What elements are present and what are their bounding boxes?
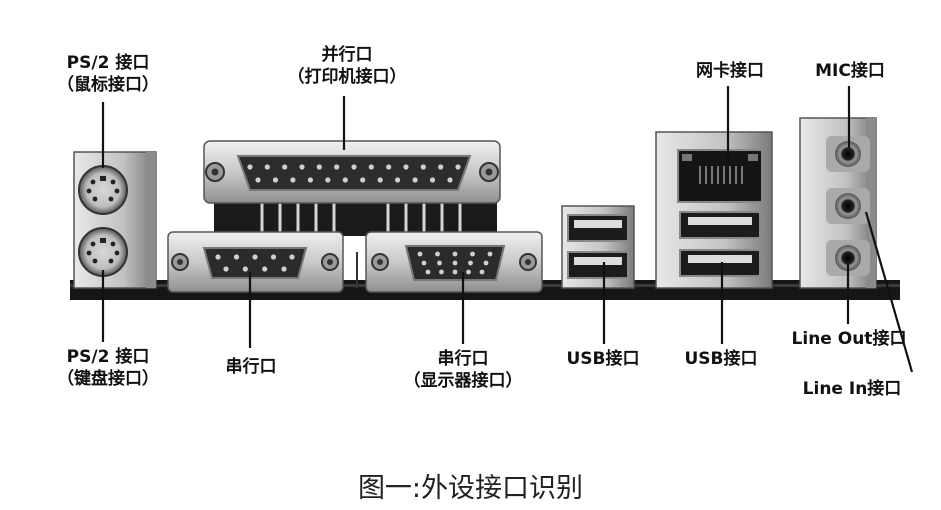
- parallel-pin: [360, 177, 366, 183]
- label-mic-text: MIC接口: [815, 61, 885, 81]
- serial-pin: [233, 254, 240, 260]
- vga-pin: [470, 251, 475, 257]
- parallel-pin: [455, 164, 461, 170]
- label-usb-right: USB接口: [666, 348, 776, 370]
- vga-pin: [468, 260, 473, 266]
- serial-pin: [252, 254, 258, 260]
- parallel-pin: [272, 177, 279, 183]
- parallel-pin: [368, 164, 374, 170]
- parallel-pin: [247, 164, 253, 170]
- parallel-pin: [325, 177, 331, 183]
- parallel-pin: [334, 164, 340, 170]
- label-ps2-mouse: PS/2 接口 （鼠标接口）: [43, 52, 173, 96]
- label-line-in: Line In接口: [786, 378, 918, 400]
- parallel-pin: [403, 164, 409, 170]
- label-mic: MIC接口: [800, 60, 900, 82]
- label-line-out-text: Line Out接口: [791, 329, 907, 349]
- serial-pin: [223, 266, 229, 272]
- serial-pin: [215, 254, 221, 260]
- vga-pin: [452, 269, 458, 275]
- label-ps2-keyboard: PS/2 接口 （键盘接口）: [43, 346, 173, 390]
- mic-jack: [835, 141, 861, 167]
- parallel-pin: [299, 164, 305, 170]
- label-network: 网卡接口: [670, 60, 790, 82]
- audio-jacks: [799, 117, 877, 289]
- vga-pin: [452, 260, 458, 266]
- parallel-pin: [264, 164, 270, 170]
- label-line-out: Line Out接口: [778, 328, 920, 350]
- label-ps2-keyboard-line2: （键盘接口）: [57, 369, 159, 389]
- vga-pin: [437, 260, 442, 266]
- parallel-pin: [438, 164, 444, 170]
- vga-pin: [452, 251, 458, 257]
- label-line-in-text: Line In接口: [802, 379, 902, 399]
- line-in-jack: [835, 193, 861, 219]
- serial-pin: [289, 254, 295, 260]
- parallel-pin: [429, 177, 436, 183]
- line-out-jack: [835, 245, 861, 271]
- label-vga: 串行口 （显示器接口）: [383, 348, 543, 392]
- parallel-pin: [420, 164, 426, 170]
- label-parallel: 并行口 （打印机接口）: [262, 44, 432, 88]
- label-serial: 串行口: [196, 356, 306, 378]
- ps2-ports: [73, 151, 157, 289]
- parallel-pin: [316, 164, 322, 170]
- ps2-keyboard-port: [78, 227, 128, 277]
- vga-pin: [425, 269, 431, 275]
- vga-pin: [435, 251, 440, 257]
- vga-pin: [487, 251, 493, 257]
- parallel-pin: [290, 177, 296, 183]
- parallel-pin: [342, 177, 348, 183]
- label-usb-left: USB接口: [548, 348, 658, 370]
- vga-pin: [439, 269, 444, 275]
- label-parallel-line2: （打印机接口）: [287, 67, 407, 87]
- parallel-pin: [377, 177, 383, 183]
- parallel-port: [203, 140, 501, 236]
- label-ps2-keyboard-line1: PS/2 接口: [66, 347, 150, 367]
- serial-pin: [281, 266, 287, 272]
- parallel-pin: [386, 164, 392, 170]
- vga-pin: [483, 260, 489, 266]
- lan-usb-stack: [655, 131, 773, 289]
- label-usb-left-text: USB接口: [566, 349, 640, 369]
- label-ps2-mouse-line2: （鼠标接口）: [57, 75, 159, 95]
- serial-pin: [270, 254, 277, 260]
- label-serial-text: 串行口: [225, 357, 277, 377]
- label-usb-right-text: USB接口: [684, 349, 758, 369]
- parallel-pin: [395, 177, 401, 183]
- parallel-pin: [255, 177, 261, 183]
- vga-pin: [417, 251, 423, 257]
- parallel-pin: [351, 164, 357, 170]
- vga-pin: [421, 260, 427, 266]
- leader-line-in: [864, 211, 914, 373]
- ps2-mouse-port: [78, 165, 128, 215]
- vga-pin: [479, 269, 485, 275]
- serial-pin: [262, 266, 268, 272]
- figure-caption: 图一:外设接口识别: [357, 473, 584, 504]
- label-network-text: 网卡接口: [696, 61, 764, 81]
- usb-ports-left: [561, 205, 635, 289]
- label-ps2-mouse-line1: PS/2 接口: [66, 53, 150, 73]
- serial-pin: [242, 266, 248, 272]
- vga-port: [365, 231, 543, 293]
- vga-pin: [466, 269, 471, 275]
- label-vga-line2: （显示器接口）: [403, 371, 523, 391]
- label-parallel-line1: 并行口: [321, 45, 373, 65]
- label-vga-line1: 串行口: [437, 349, 489, 369]
- parallel-pin: [307, 177, 313, 183]
- parallel-pin: [412, 177, 418, 183]
- parallel-pin: [447, 177, 453, 183]
- parallel-pin: [282, 164, 288, 170]
- serial-port: [167, 231, 344, 293]
